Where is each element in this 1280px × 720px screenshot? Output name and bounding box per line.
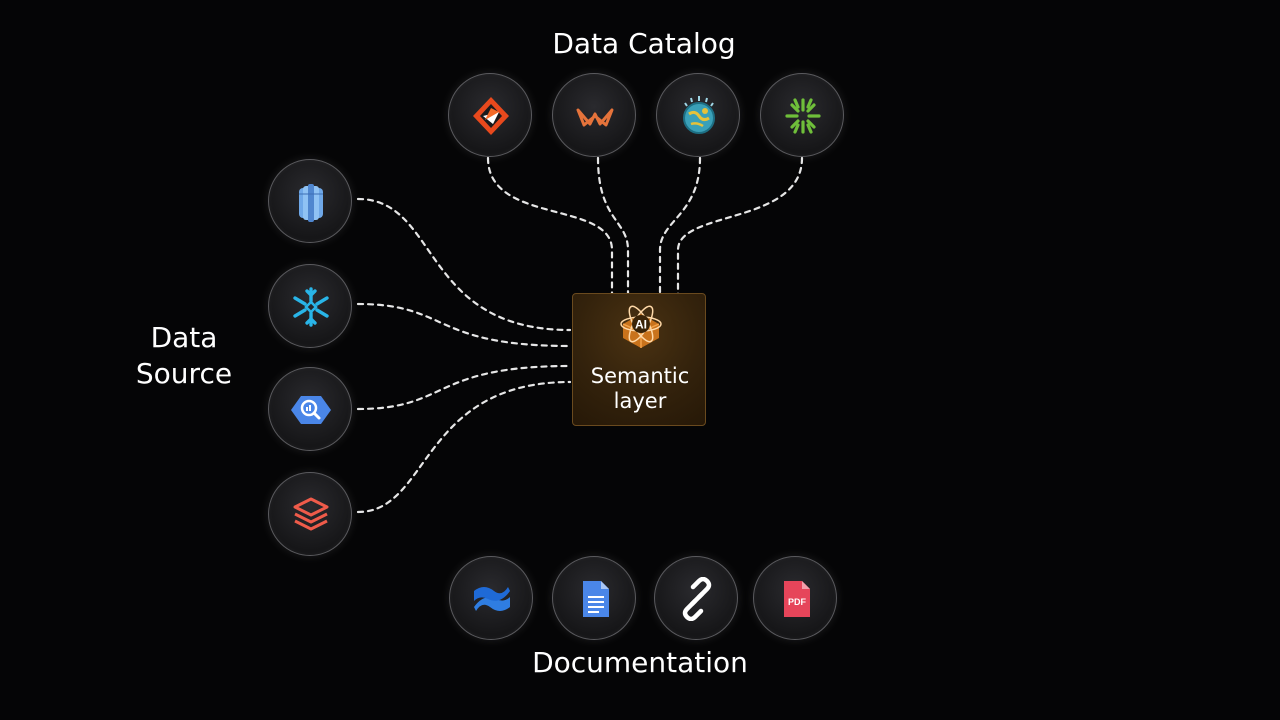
semantic-layer-box[interactable]: AI Semantic layer [572, 293, 706, 426]
doc-node-2[interactable] [552, 556, 636, 640]
source-node-3[interactable] [268, 367, 352, 451]
snowflake-icon [293, 287, 329, 327]
doc-node-1[interactable] [449, 556, 533, 640]
ai-atom-icon: AI [620, 305, 662, 348]
link-source-1 [356, 197, 572, 332]
ibm-globe-icon [683, 96, 715, 134]
link-catalog-3 [658, 156, 702, 296]
bigquery-icon [291, 396, 331, 424]
confluence-icon [474, 587, 510, 611]
link-source-4 [356, 380, 572, 514]
catalog-node-2[interactable] [552, 73, 636, 157]
databricks-layers-icon [293, 497, 329, 531]
link-catalog-1 [486, 156, 614, 296]
pdf-file-icon: PDF [784, 581, 810, 617]
kensu-like-catalog-icon [473, 97, 509, 135]
catalog-node-1[interactable] [448, 73, 532, 157]
collibra-like-icon [785, 98, 821, 134]
source-node-2[interactable] [268, 264, 352, 348]
data-catalog-title: Data Catalog [552, 27, 736, 60]
redshift-database-icon [299, 184, 323, 222]
catalog-node-3[interactable] [656, 73, 740, 157]
google-docs-icon [583, 581, 609, 617]
catalog-node-4[interactable] [760, 73, 844, 157]
documentation-title: Documentation [532, 646, 748, 679]
link-source-2 [356, 302, 572, 348]
link-source-3 [356, 364, 572, 411]
link-catalog-2 [596, 156, 630, 296]
chain-link-icon [682, 577, 712, 621]
doc-node-4[interactable]: PDF [753, 556, 837, 640]
doc-node-3[interactable] [654, 556, 738, 640]
ai-badge-text: AI [635, 318, 647, 332]
source-node-1[interactable] [268, 159, 352, 243]
semantic-layer-label: Semantic layer [590, 364, 690, 413]
ribbon-catalog-icon [576, 108, 614, 127]
pdf-badge-text: PDF [788, 597, 807, 607]
source-node-4[interactable] [268, 472, 352, 556]
link-catalog-4 [676, 156, 804, 296]
data-source-title: Data Source [135, 321, 233, 391]
